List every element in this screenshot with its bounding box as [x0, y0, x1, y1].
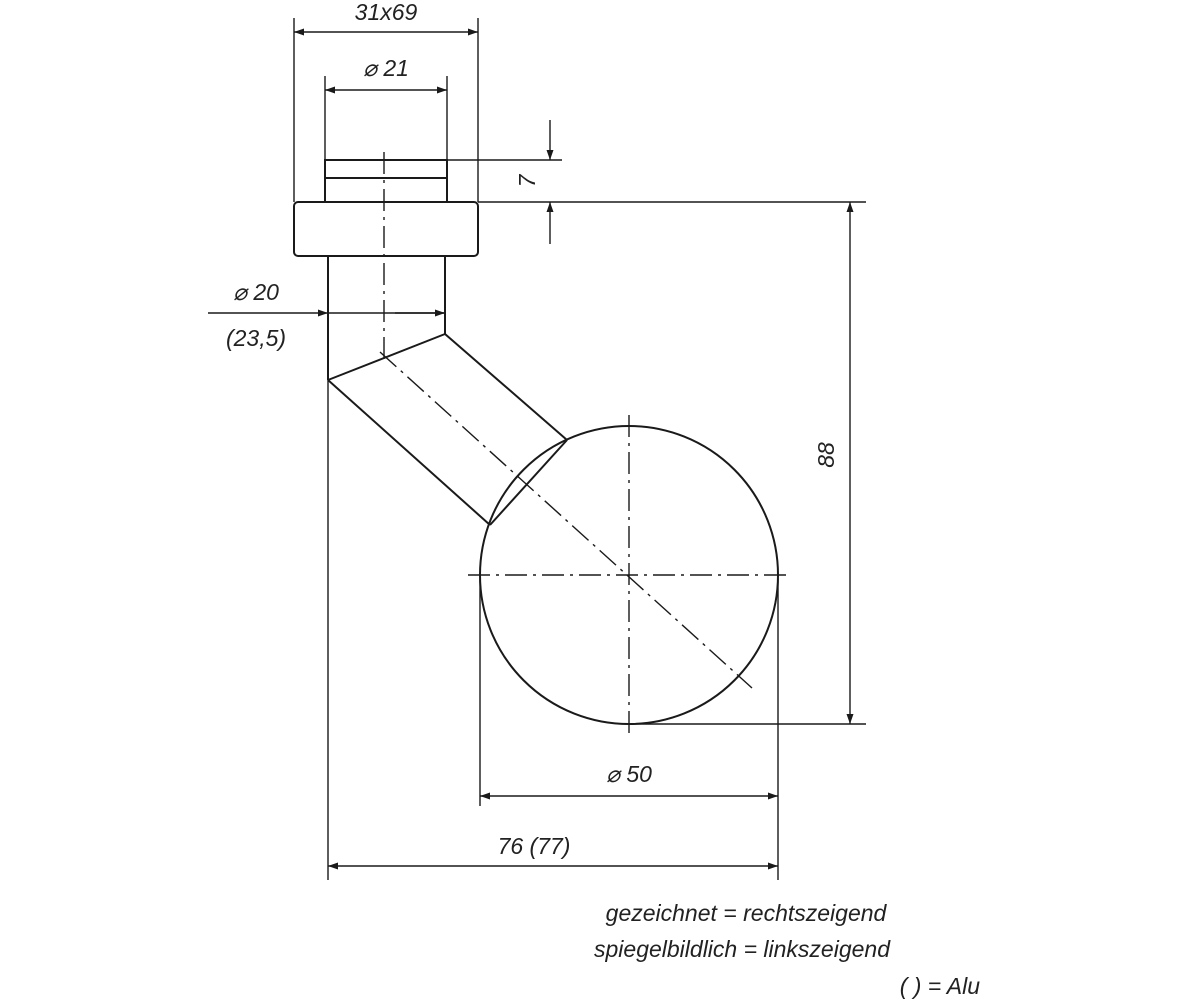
neck-centerline	[379, 351, 753, 689]
dim-shaft-diameter-alu-label: (23,5)	[226, 325, 286, 351]
dim-ball-diameter-label: ⌀ 50	[606, 761, 652, 787]
dim-shaft-diameter: ⌀ 20 (23,5)	[208, 279, 445, 351]
mounting-plate	[293, 201, 479, 257]
dim-ball-diameter: ⌀ 50	[479, 578, 779, 806]
note-alu: ( ) = Alu	[900, 973, 981, 999]
center-lines	[379, 152, 792, 738]
note-mirror-left: spiegelbildlich = linkszeigend	[594, 936, 891, 962]
dim-total-height: 88	[629, 202, 866, 725]
dim-hole-diameter: ⌀ 21	[324, 55, 448, 160]
dim-total-height-label: 88	[813, 442, 839, 468]
dim-plate-thickness: 7	[447, 120, 866, 244]
notes: gezeichnet = rechtszeigend spiegelbildli…	[594, 900, 980, 999]
dim-plate-size-label: 31x69	[355, 0, 418, 25]
dim-hole-diameter-label: ⌀ 21	[363, 55, 409, 81]
thread-block	[324, 159, 448, 203]
neck-upper-edge	[444, 333, 568, 441]
part-outline	[293, 159, 779, 725]
dim-plate-size: 31x69	[293, 0, 479, 202]
note-drawn-right: gezeichnet = rechtszeigend	[606, 900, 888, 926]
dim-total-width-label: 76 (77)	[498, 833, 571, 859]
neck-lower-edge	[327, 379, 491, 526]
neck-ball-joint	[489, 439, 568, 526]
dim-total-width: 76 (77)	[327, 380, 779, 880]
dim-shaft-diameter-label: ⌀ 20	[233, 279, 279, 305]
dim-plate-thickness-label: 7	[514, 173, 540, 187]
